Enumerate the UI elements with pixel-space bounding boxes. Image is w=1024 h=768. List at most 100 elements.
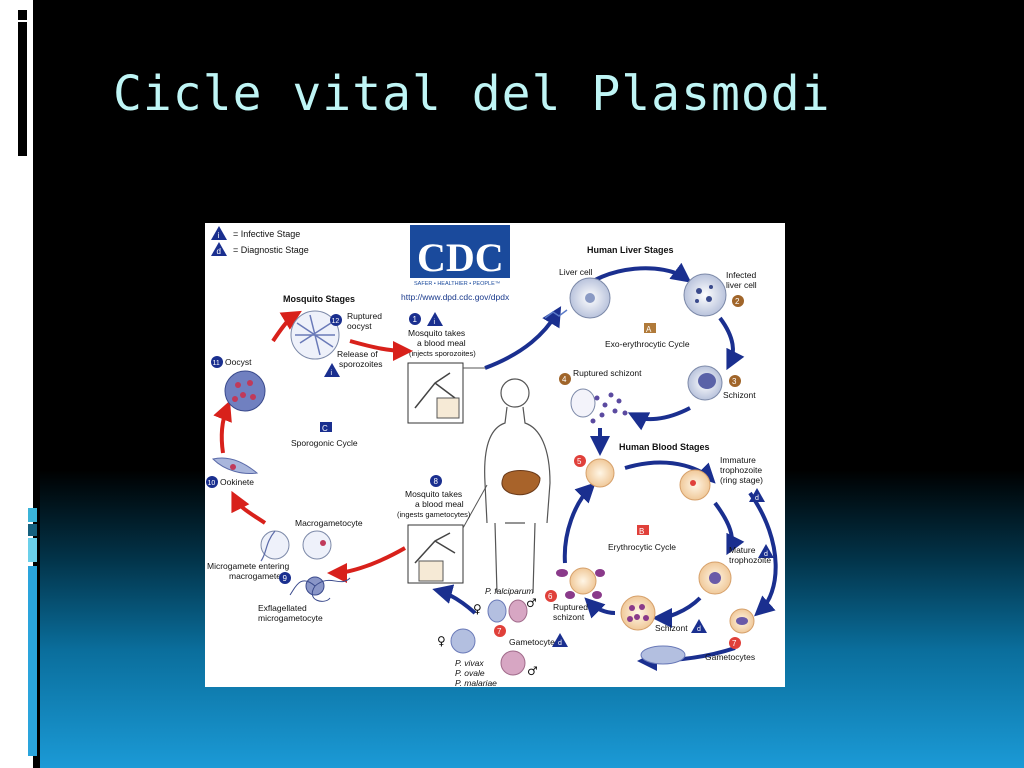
step8-label-2: a blood meal <box>415 499 464 509</box>
diagnostic-badge-schizont-letter: d <box>697 626 701 633</box>
badge-10 <box>206 476 218 488</box>
badge-6-text: 6 <box>548 592 553 601</box>
mature-label-1: Mature <box>729 545 756 555</box>
ruptured-label-2: schizont <box>553 612 585 622</box>
badge-8-text: 8 <box>434 477 439 486</box>
ruptured-oocyst-label-1: Ruptured <box>347 311 382 321</box>
falciparum-female <box>487 599 507 623</box>
infected-label-2: liver cell <box>726 280 757 290</box>
badge-5 <box>574 455 586 467</box>
blood-schizont-label: Schizont <box>655 623 688 633</box>
infected-liver-cell <box>683 273 727 317</box>
plasmodium-life-cycle-figure: i = Infective Stage d = Diagnostic Stage… <box>205 223 785 687</box>
mosquito-inset-top <box>436 397 460 419</box>
cycle-c-box <box>320 422 332 432</box>
mosquito-inset-bottom <box>418 560 444 582</box>
spor-arrow-4 <box>231 490 267 525</box>
slide-title: Cicle vital del Plasmodi <box>113 66 831 122</box>
life-cycle-diagram: i = Infective Stage d = Diagnostic Stage… <box>206 225 778 687</box>
infective-badge-1 <box>427 312 443 326</box>
schizont-cell <box>687 365 723 401</box>
exflag-label-2: microgametocyte <box>258 613 323 623</box>
cycle-a-letter: A <box>646 325 652 334</box>
blood-arrow-5 <box>562 482 596 564</box>
badge-5-text: 5 <box>577 457 582 466</box>
badge-1 <box>409 313 421 325</box>
badge-2 <box>732 295 744 307</box>
mature-label-2: trophozoite <box>729 555 771 565</box>
badge-9 <box>279 572 291 584</box>
spor-arrow-1 <box>349 339 413 361</box>
gametocytes-label-left: Gametocytes <box>509 637 559 647</box>
left-accent-block-top <box>18 10 27 156</box>
blood-arrow-gametocytes <box>748 491 778 617</box>
step8-label-3: (ingests gametocytes) <box>397 510 471 519</box>
blood-arrow-4 <box>584 597 616 619</box>
left-accent-bar <box>33 0 40 768</box>
exflag-label-1: Exflagellated <box>258 603 307 613</box>
diagnostic-badge-gametocytes-letter: d <box>558 640 562 647</box>
release-label-2: sporozoites <box>339 359 382 369</box>
badge-3-text: 3 <box>732 377 737 386</box>
badge-11 <box>211 356 223 368</box>
badge-12 <box>330 314 342 326</box>
step8-label-1: Mosquito takes <box>405 489 462 499</box>
infected-label-1: Infected <box>726 270 757 280</box>
microgamete-target-cell <box>260 530 290 560</box>
liver-arrow-2 <box>718 316 745 371</box>
cdc-tagline: SAFER • HEALTHIER • PEOPLE™ <box>414 281 500 287</box>
step1-label-2: a blood meal <box>417 338 466 348</box>
diagnostic-badge-immature <box>749 488 765 502</box>
human-blood-stages-title: Human Blood Stages <box>619 442 710 452</box>
left-accent-teal-3 <box>28 538 37 562</box>
left-accent-block-mid <box>18 20 27 22</box>
liver-cell <box>569 277 611 319</box>
cycle-b-letter: B <box>639 527 644 536</box>
badge-9-text: 9 <box>283 574 288 583</box>
blood-arrow-1 <box>624 460 716 484</box>
ruptured-blood-schizont <box>556 567 605 599</box>
immature-label-1: Immature <box>720 455 756 465</box>
diagnostic-badge-immature-letter: d <box>755 495 759 502</box>
legend-diagnostic: = Diagnostic Stage <box>233 245 309 255</box>
microgamete-label-2: macrogamete <box>229 571 281 581</box>
p-ovale-label: P. ovale <box>455 668 485 678</box>
ruptured-label-1: Ruptured <box>553 602 588 612</box>
badge-4-text: 4 <box>562 375 567 384</box>
exflagellated-microgametocyte <box>289 576 351 602</box>
diagnostic-badge-gametocytes <box>552 633 568 647</box>
oocyst-label: Oocyst <box>225 357 252 367</box>
microgamete-label-1: Microgamete entering <box>207 561 289 571</box>
male-symbol-bottom: ♂ <box>527 664 538 678</box>
mosquito-to-liver-arrow <box>484 306 562 370</box>
merozoite-cluster <box>570 388 628 424</box>
gametocytes-to-mosquito-arrow <box>432 584 477 615</box>
diagnostic-badge-mature <box>758 544 774 558</box>
infective-badge-12 <box>324 363 340 377</box>
ring-stage <box>690 480 696 486</box>
blood-arrow-2 <box>713 501 745 556</box>
human-figure <box>484 378 551 594</box>
cycle-a-box <box>644 323 656 333</box>
badge-4 <box>559 373 571 385</box>
liver-cell-label: Liver cell <box>559 267 593 277</box>
human-liver-stages-title: Human Liver Stages <box>587 245 674 255</box>
badge-8 <box>430 475 442 487</box>
left-accent-teal-4 <box>28 566 37 756</box>
diagnostic-badge-mature-letter: d <box>764 551 768 558</box>
schizont-label: Schizont <box>723 390 756 400</box>
macrogametocyte-cell <box>302 530 332 560</box>
falciparum-male <box>508 599 528 623</box>
legend-infective: = Infective Stage <box>233 229 300 239</box>
p-vivax-label: P. vivax <box>455 658 484 668</box>
vivax-female <box>450 628 476 654</box>
spor-arrow-2 <box>271 310 302 343</box>
connector-bottom <box>462 484 488 529</box>
mature-trophozoite-parasite <box>709 572 721 584</box>
ruptured-oocyst-label-2: oocyst <box>347 321 372 331</box>
male-symbol-top: ♂ <box>526 596 537 610</box>
female-symbol-top: ♀ <box>473 602 482 616</box>
merozoite-rbc <box>585 458 615 488</box>
badge-7-left-text: 7 <box>497 627 502 636</box>
ery-cycle-label: Erythrocytic Cycle <box>608 542 676 552</box>
